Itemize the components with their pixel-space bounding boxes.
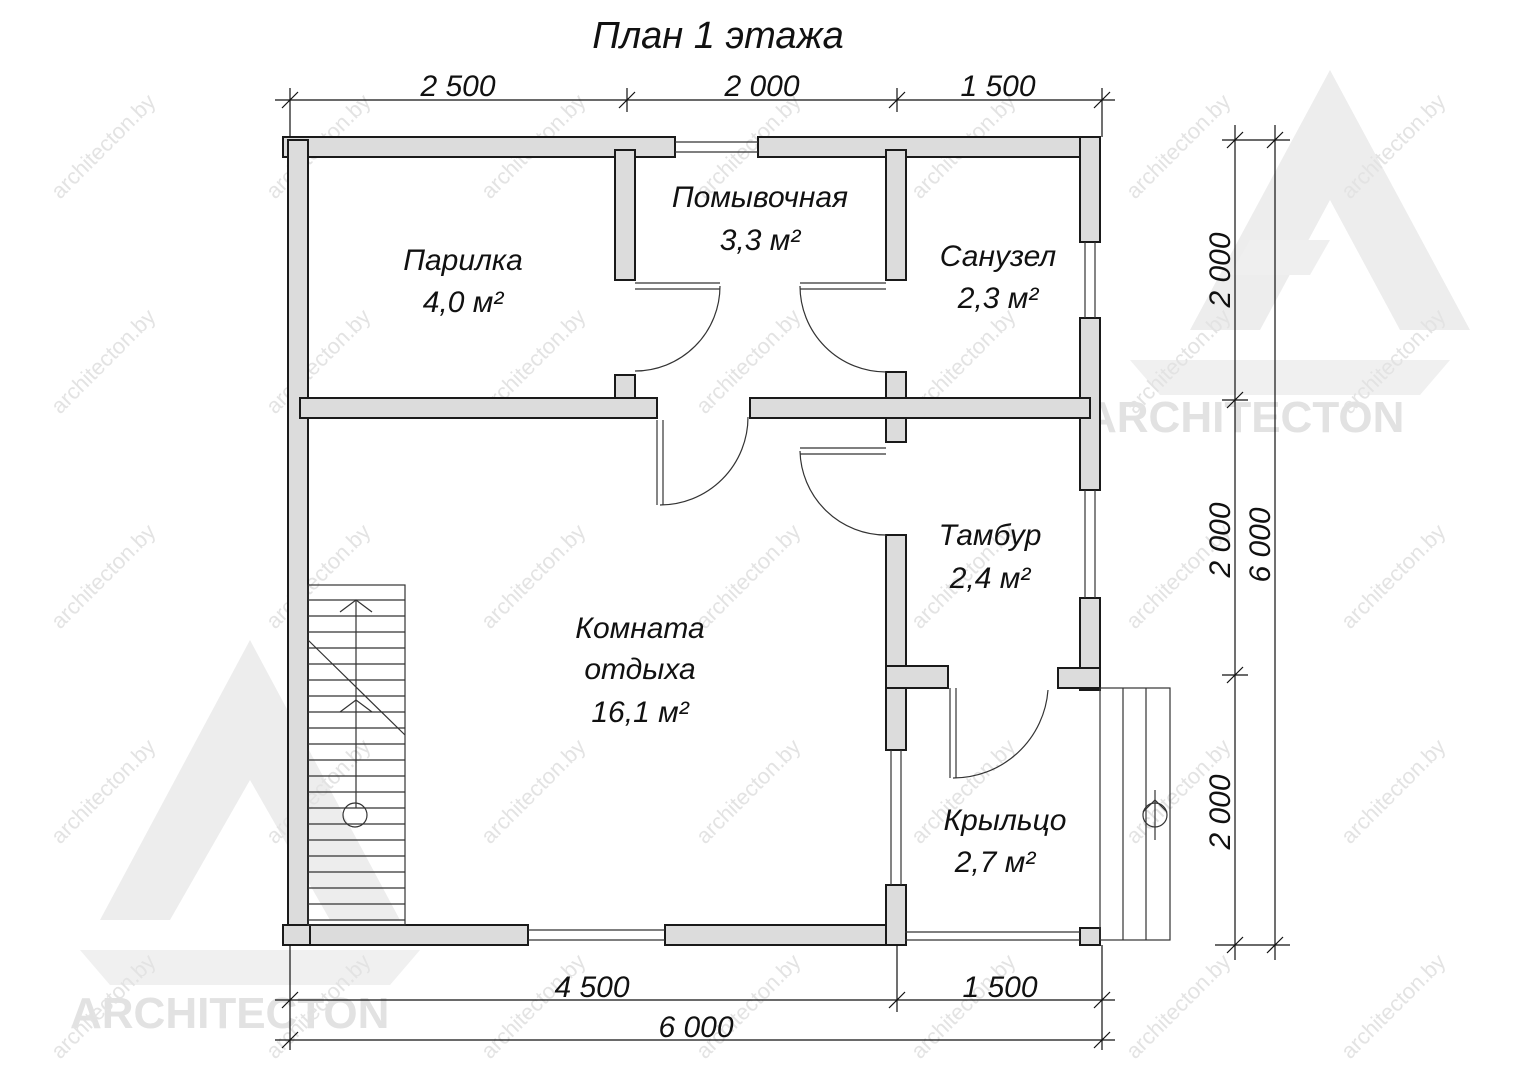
room-area-tambur: 2,4 м² — [949, 562, 1032, 595]
windows — [528, 141, 1096, 941]
room-area-pomyvochnaya: 3,3 м² — [720, 224, 802, 257]
dim-bottom-1: 4 500 — [554, 971, 629, 1004]
watermark-site-text: architecton.by — [691, 949, 806, 1064]
watermark-brand-top: ARCHITECTON — [1085, 393, 1404, 442]
watermark-site-text: architecton.by — [476, 519, 591, 634]
watermark-site-text: architecton.by — [906, 949, 1021, 1064]
room-name-pomyvochnaya: Помывочная — [672, 181, 848, 214]
dimension-lines — [275, 88, 1290, 1050]
dim-right-3: 2 000 — [1204, 774, 1237, 850]
watermark-logo-bottom-left: ARCHITECTON — [70, 640, 420, 1038]
dim-top-2: 2 000 — [723, 70, 799, 103]
watermark-site-text: architecton.by — [1336, 734, 1451, 849]
room-area-komnata: 16,1 м² — [591, 696, 689, 729]
room-name-komnata-line2: отдыха — [584, 653, 695, 686]
watermark-site-text: architecton.by — [1121, 949, 1236, 1064]
watermark-brand-bottom: ARCHITECTON — [70, 989, 389, 1038]
watermark-site-text: architecton.by — [46, 304, 161, 419]
doors — [634, 282, 1049, 779]
room-name-tambur: Тамбур — [939, 519, 1042, 552]
room-labels: Парилка 4,0 м² Помывочная 3,3 м² Санузел… — [403, 181, 1066, 879]
walls — [282, 136, 1101, 946]
watermark-site-text: architecton.by — [476, 734, 591, 849]
dim-bottom-2: 1 500 — [962, 971, 1037, 1004]
watermark-site-text: architecton.by — [1336, 519, 1451, 634]
watermark-site-text: architecton.by — [691, 519, 806, 634]
room-area-krylco: 2,7 м² — [954, 846, 1037, 879]
watermark-site-text: architecton.by — [1121, 89, 1236, 204]
porch-steps — [1099, 687, 1171, 941]
dim-top-3: 1 500 — [960, 70, 1035, 103]
watermark-site-text: architecton.by — [476, 949, 591, 1064]
watermark-logo-top-right: ARCHITECTON — [1085, 70, 1470, 442]
dim-bottom-total: 6 000 — [658, 1011, 733, 1044]
watermark-site-text: architecton.by — [46, 519, 161, 634]
staircase — [307, 584, 406, 926]
dimension-labels: 2 500 2 000 1 500 4 500 1 500 6 000 2 00… — [419, 70, 1277, 1044]
plan-title: План 1 этажа — [592, 15, 844, 57]
room-name-sanuzel: Санузел — [940, 240, 1056, 273]
room-name-parilka: Парилка — [403, 244, 523, 277]
dim-right-1: 2 000 — [1204, 232, 1237, 308]
room-name-krylco: Крыльцо — [944, 804, 1067, 837]
room-area-parilka: 4,0 м² — [423, 286, 505, 319]
room-name-komnata-line1: Комната — [575, 612, 704, 645]
watermark-site-text: architecton.by — [46, 734, 161, 849]
dim-right-total: 6 000 — [1244, 507, 1277, 582]
dim-right-2: 2 000 — [1204, 502, 1237, 578]
dim-top-1: 2 500 — [419, 70, 495, 103]
watermark-site-text: architecton.by — [1336, 949, 1451, 1064]
room-area-sanuzel: 2,3 м² — [957, 282, 1040, 315]
watermark-site-text: architecton.by — [46, 89, 161, 204]
watermark-site-text: architecton.by — [691, 734, 806, 849]
